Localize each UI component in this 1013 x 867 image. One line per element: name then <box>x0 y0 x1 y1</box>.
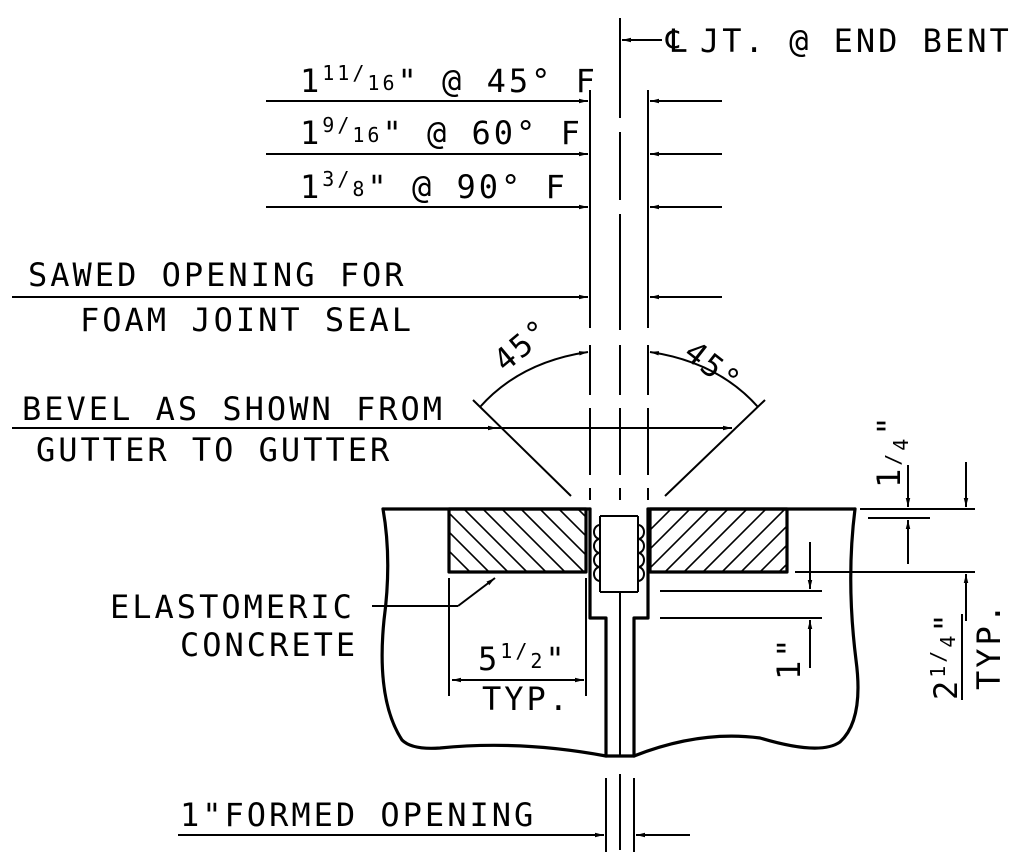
svg-text:TYP.: TYP. <box>482 680 571 718</box>
svg-text:1"FORMED OPENING: 1"FORMED OPENING <box>180 796 536 834</box>
svg-text:1": 1" <box>770 635 808 680</box>
angle-right-label: 45° <box>677 334 748 401</box>
dim-width-5-1-2: 51/2" TYP. <box>448 578 587 718</box>
angle-left-label: 45° <box>487 312 558 379</box>
svg-text:GUTTER TO GUTTER: GUTTER TO GUTTER <box>36 431 392 469</box>
centerline-label: JT. @ END BENT <box>700 22 1012 60</box>
elastomeric-block-right <box>648 507 789 574</box>
svg-text:51/2": 51/2" <box>478 639 568 678</box>
opening-dim-60: 19/16" @ 60° F <box>266 113 722 157</box>
dim-one-inch: 1" <box>660 542 822 680</box>
svg-text:111/16" @ 45° F: 111/16" @ 45° F <box>300 61 598 100</box>
opening-dim-45: 111/16" @ 45° F <box>266 61 722 104</box>
dim-depth-2-1-4: 21/4" TYP. <box>795 571 1008 700</box>
svg-text:13/8" @ 90° F: 13/8" @ 90° F <box>300 167 568 206</box>
svg-text:21/4": 21/4" <box>926 610 965 700</box>
sawed-opening-callout: SAWED OPENING FOR FOAM JOINT SEAL <box>12 256 722 339</box>
joint-guide-lines <box>589 18 649 850</box>
svg-text:CONCRETE: CONCRETE <box>180 626 358 664</box>
bevel-callout: BEVEL AS SHOWN FROM GUTTER TO GUTTER 45°… <box>12 312 766 497</box>
formed-opening-dim: 1"FORMED OPENING <box>178 778 690 852</box>
elastomeric-callout: ELASTOMERIC CONCRETE <box>110 577 496 664</box>
svg-text:FOAM JOINT SEAL: FOAM JOINT SEAL <box>80 301 414 339</box>
svg-text:BEVEL AS SHOWN FROM: BEVEL AS SHOWN FROM <box>22 390 445 428</box>
svg-text:1/4": 1/4" <box>870 413 913 488</box>
dim-top-quarter: 1/4" <box>860 413 975 564</box>
svg-text:TYP.: TYP. <box>970 601 1008 690</box>
svg-text:19/16" @ 60° F: 19/16" @ 60° F <box>300 113 583 152</box>
centerline-symbol: ℄ <box>665 22 690 60</box>
svg-text:SAWED OPENING FOR: SAWED OPENING FOR <box>28 256 407 294</box>
opening-dim-90: 13/8" @ 90° F <box>266 167 722 210</box>
svg-text:ELASTOMERIC: ELASTOMERIC <box>110 588 355 626</box>
elastomeric-block-left <box>447 507 588 574</box>
